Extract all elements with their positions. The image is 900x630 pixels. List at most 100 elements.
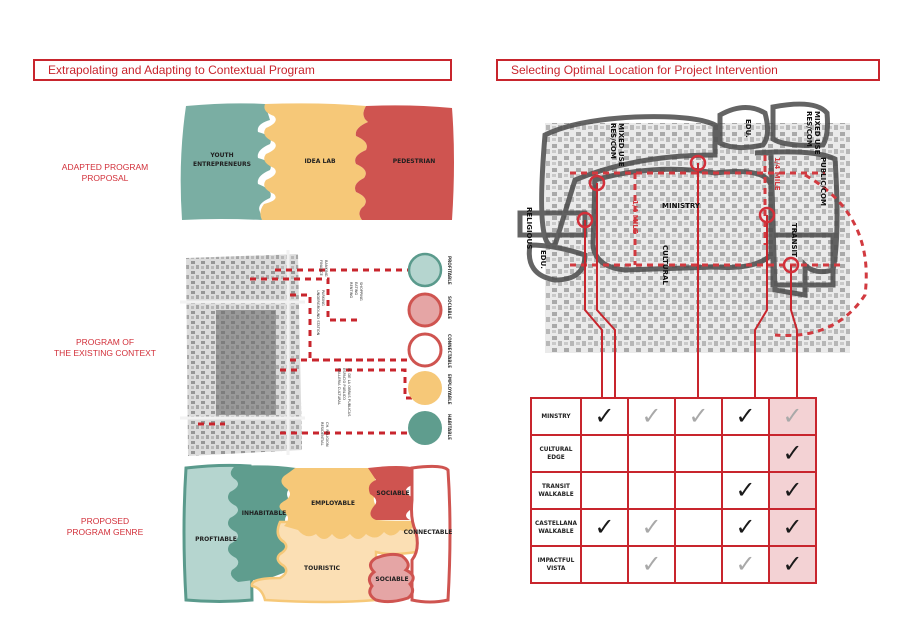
- quarter-mile-dashes: [570, 155, 868, 337]
- matrix-cell: [674, 471, 723, 510]
- label-mixed-use-left-1: MIXED USE: [617, 123, 625, 167]
- circle-habitable: [408, 411, 442, 445]
- employable-blob: [279, 468, 416, 539]
- idea-lab-blob: [260, 103, 368, 220]
- matrix-row: MINSTRY ✓ ✓ ✓ ✓ ✓: [530, 397, 817, 436]
- circle-label-employable: EMPLOYABLE: [447, 374, 452, 405]
- check-icon-gray: ✓: [782, 402, 803, 430]
- label-mixed-use-left-2: RES/COM: [609, 123, 617, 159]
- connectable-blob: [410, 464, 452, 604]
- marker-site-5: [782, 256, 800, 274]
- section-label-adapted-proposal: ADAPTED PROGRAM PROPOSAL: [30, 162, 180, 184]
- matrix-cell: ✓: [721, 508, 770, 547]
- label-sociable-top: SOCIABLE: [376, 490, 409, 497]
- label-employable: EMPLOYABLE: [311, 500, 355, 507]
- label-eating: EATING: [354, 282, 358, 295]
- check-icon-gray: ✓: [688, 402, 709, 430]
- circle-employable: [408, 371, 442, 405]
- label-underground: UNDERGROUND STATION: [316, 290, 320, 336]
- label-inhabitable: INHABITABLE: [242, 510, 287, 517]
- marker-site-2: [576, 211, 594, 229]
- section-label-line: ADAPTED PROGRAM: [61, 162, 149, 172]
- label-religious: RELIGIOUS: [525, 207, 533, 249]
- section-label-line: PROPOSED: [80, 516, 130, 526]
- pedestrian-label: PEDESTRIAN: [393, 158, 436, 165]
- matrix-cell: [580, 434, 629, 473]
- circle-label-sociable: SOCIABLE: [447, 296, 452, 319]
- check-icon-dark: ✓: [594, 402, 615, 430]
- matrix-cell: ✓: [768, 434, 817, 473]
- ministry-block: [216, 310, 276, 415]
- site-connector-lines: [584, 163, 798, 397]
- label-ministry: MINISTRY: [662, 202, 701, 210]
- zone-outlines: [517, 101, 840, 298]
- check-icon-dark: ✓: [594, 513, 615, 541]
- label-renting: RENTING: [349, 282, 353, 298]
- label-cultural: CULTURAL: [661, 245, 669, 285]
- check-icon-gray: ✓: [735, 550, 756, 578]
- circle-sociable: [407, 292, 443, 328]
- label-quarter-mile-right: 1/4 MILE: [773, 157, 781, 191]
- label-residential: RESIDENTIAL: [320, 422, 324, 446]
- row-header-line2: VISTA: [546, 565, 566, 572]
- inhabitable-blob: [228, 465, 296, 582]
- label-espacio-publico: ESPACIO PUBLICO: [342, 368, 346, 400]
- matrix-cell: [721, 434, 770, 473]
- left-panel-title: Extrapolating and Adapting to Contextual…: [33, 59, 452, 81]
- right-panel-title: Selecting Optimal Location for Project I…: [496, 59, 880, 81]
- check-icon-dark: ✓: [735, 513, 756, 541]
- left-panel-title-text: Extrapolating and Adapting to Contextual…: [48, 63, 315, 77]
- label-mixed-use-right-2: RES/COM: [805, 111, 813, 147]
- matrix-cell: ✓: [768, 397, 817, 436]
- label-parking: PARKING: [321, 290, 325, 306]
- existing-context-diagram: BANKING FINANCE SHOPPING EATING RENTING …: [180, 250, 452, 456]
- matrix-row-header: MINSTRY: [530, 397, 582, 436]
- circle-profitable: [407, 252, 443, 288]
- matrix-cell: ✓: [627, 508, 676, 547]
- matrix-cell: [580, 545, 629, 584]
- site-selection-map: MIXED USE RES/COM EDU. MIXED USE RES/COM…: [517, 101, 868, 397]
- label-edu-left: EDU.: [539, 250, 547, 269]
- matrix-cell: ✓: [721, 545, 770, 584]
- matrix-cell: [674, 508, 723, 547]
- matrix-cell: ✓: [580, 508, 629, 547]
- pedestrian-blob: [355, 105, 454, 220]
- label-edu-top: EDU.: [744, 119, 752, 138]
- matrix-cell: ✓: [721, 471, 770, 510]
- site-markers: [576, 154, 800, 274]
- matrix-cell: [627, 471, 676, 510]
- row-header-line1: CASTELLANA: [534, 520, 578, 527]
- label-public-com: PUBLIC/COM: [819, 157, 827, 206]
- section-label-existing-context: PROGRAM OF THE EXISTING CONTEXT: [30, 337, 180, 359]
- check-icon-dark: ✓: [782, 513, 803, 541]
- context-rotated-labels: BANKING FINANCE SHOPPING EATING RENTING …: [316, 260, 363, 447]
- check-icon-dark: ✓: [735, 402, 756, 430]
- section-label-line: PROGRAM GENRE: [66, 527, 144, 537]
- connection-dashes: [198, 268, 430, 435]
- youth-label-line1: YOUTH: [209, 152, 233, 159]
- matrix-cell: ✓: [768, 545, 817, 584]
- program-circles: PROFITABLE SOCIABLE CONNECTABLE EMPLOYAB…: [407, 252, 452, 445]
- section-label-line: THE EXISTING CONTEXT: [53, 348, 156, 358]
- label-quarter-mile-left: 1/4 MILE: [631, 200, 639, 234]
- check-icon-dark: ✓: [782, 439, 803, 467]
- label-banking: BANKING: [324, 260, 328, 277]
- matrix-cell: [627, 434, 676, 473]
- label-mixed-use-right-1: MIXED USE: [813, 111, 821, 155]
- program-genre-diagram: PROFTIABLE INHABITABLE EMPLOYABLE SOCIAB…: [182, 463, 452, 604]
- section-label-line: PROGRAM OF: [75, 337, 135, 347]
- section-label-program-genre: PROPOSED PROGRAM GENRE: [30, 516, 180, 538]
- youth-label-line2: ENTREPRENEURS: [193, 161, 251, 168]
- label-obras-publicas: M. DE LA OBRAS PUBLICAS: [347, 368, 351, 417]
- check-icon-gray: ✓: [641, 402, 662, 430]
- label-transit: TRANSIT: [790, 223, 798, 257]
- circle-connectable: [407, 332, 443, 368]
- marker-site-1: [588, 174, 606, 192]
- matrix-cell: ✓: [768, 508, 817, 547]
- adapted-proposal-diagram: YOUTH ENTREPRENEURS IDEA LAB PEDESTRIAN: [180, 103, 454, 220]
- matrix-cell: [674, 434, 723, 473]
